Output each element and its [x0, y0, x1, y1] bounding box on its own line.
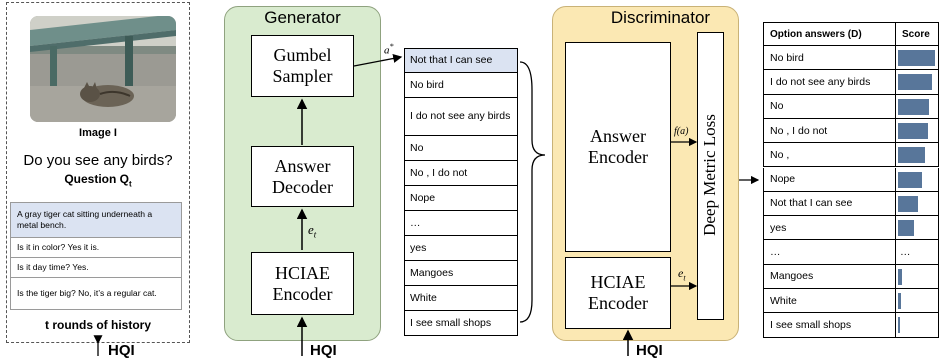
a-star-sup: *	[389, 42, 394, 51]
candidate-answer: No , I do not	[404, 161, 518, 186]
question-caption: Question Qt	[6, 172, 190, 188]
history-item: A gray tiger cat sitting underneath a me…	[10, 202, 182, 238]
generator-et-main: e	[308, 222, 314, 237]
a-star-label: a*	[384, 42, 394, 57]
candidate-answer: White	[404, 286, 518, 311]
generator-et-label: et	[308, 222, 316, 240]
table-answer-cell: White	[763, 289, 896, 314]
score-bar	[898, 147, 926, 164]
score-bar	[898, 195, 919, 212]
candidate-answer: …	[404, 211, 518, 236]
table-answer-cell: Nope	[763, 167, 896, 192]
discriminator-title: Discriminator	[610, 8, 711, 27]
table-answer-cell: No	[763, 94, 896, 119]
table-header-answers: Option answers (D)	[763, 22, 896, 46]
table-answer-cell: No , I do not	[763, 118, 896, 144]
history-item: Is the tiger big? No, it’s a regular cat…	[10, 278, 182, 310]
score-bar	[898, 122, 928, 139]
table-answer-cell: No ,	[763, 143, 896, 168]
history-item: Is it day time? Yes.	[10, 258, 182, 278]
table-answer-cell: I see small shops	[763, 313, 896, 338]
score-bar	[898, 317, 900, 334]
candidate-answer: Not that I can see	[404, 48, 518, 73]
question-caption-main: Question Q	[64, 172, 129, 186]
score-bar	[898, 74, 933, 91]
answer-decoder: Answer Decoder	[251, 146, 354, 207]
candidate-answer: Nope	[404, 186, 518, 211]
candidate-answer: yes	[404, 236, 518, 261]
history-item: Is it in color? Yes it is.	[10, 238, 182, 258]
history-caption: t rounds of history	[45, 318, 151, 332]
table-answer-cell: yes	[763, 216, 896, 241]
table-answer-cell: Mangoes	[763, 264, 896, 289]
generator-title: Generator	[264, 8, 341, 27]
question-caption-sub: t	[129, 179, 132, 189]
score-bar	[898, 98, 930, 115]
candidate-answer: No	[404, 136, 518, 161]
generator-hciae-encoder: HCIAE Encoder	[251, 252, 354, 315]
generator-hqi-label: HQI	[310, 342, 337, 359]
table-answer-cell: I do not see any birds	[763, 70, 896, 95]
candidate-answer: I do not see any birds	[404, 98, 518, 136]
table-answer-cell: Not that I can see	[763, 191, 896, 217]
discriminator-et-sub: t	[683, 273, 686, 283]
discriminator-hqi-label: HQI	[636, 342, 663, 359]
score-bar	[898, 220, 914, 237]
score-bar	[898, 293, 901, 309]
table-answer-cell: No bird	[763, 46, 896, 71]
candidate-answer: Mangoes	[404, 261, 518, 286]
score-bar	[898, 268, 902, 285]
table-answer-cell: …	[763, 240, 896, 265]
sampler-to-candidates-arrow	[353, 53, 403, 67]
a-star-main: a	[384, 44, 390, 57]
deep-metric-loss	[697, 32, 724, 320]
answer-encoder: Answer Encoder	[565, 42, 671, 252]
candidate-brace	[519, 61, 546, 323]
history-hqi-label: HQI	[108, 342, 135, 359]
discriminator-et-main: e	[678, 266, 684, 280]
discriminator-et-label: et	[678, 266, 686, 282]
score-ellipsis: …	[900, 246, 911, 259]
candidate-answer: No bird	[404, 73, 518, 98]
question-text: Do you see any birds?	[23, 152, 173, 169]
f-a-label: f(a)	[674, 126, 689, 137]
candidate-answer: I see small shops	[404, 311, 518, 336]
generator-et-sub: t	[313, 229, 317, 240]
score-bar	[898, 171, 922, 188]
discriminator-hciae-encoder: HCIAE Encoder	[565, 257, 671, 329]
image-caption: Image I	[79, 127, 117, 139]
cat-photo	[30, 16, 176, 122]
score-bar	[898, 50, 935, 66]
gumbel-sampler: Gumbel Sampler	[251, 35, 354, 97]
